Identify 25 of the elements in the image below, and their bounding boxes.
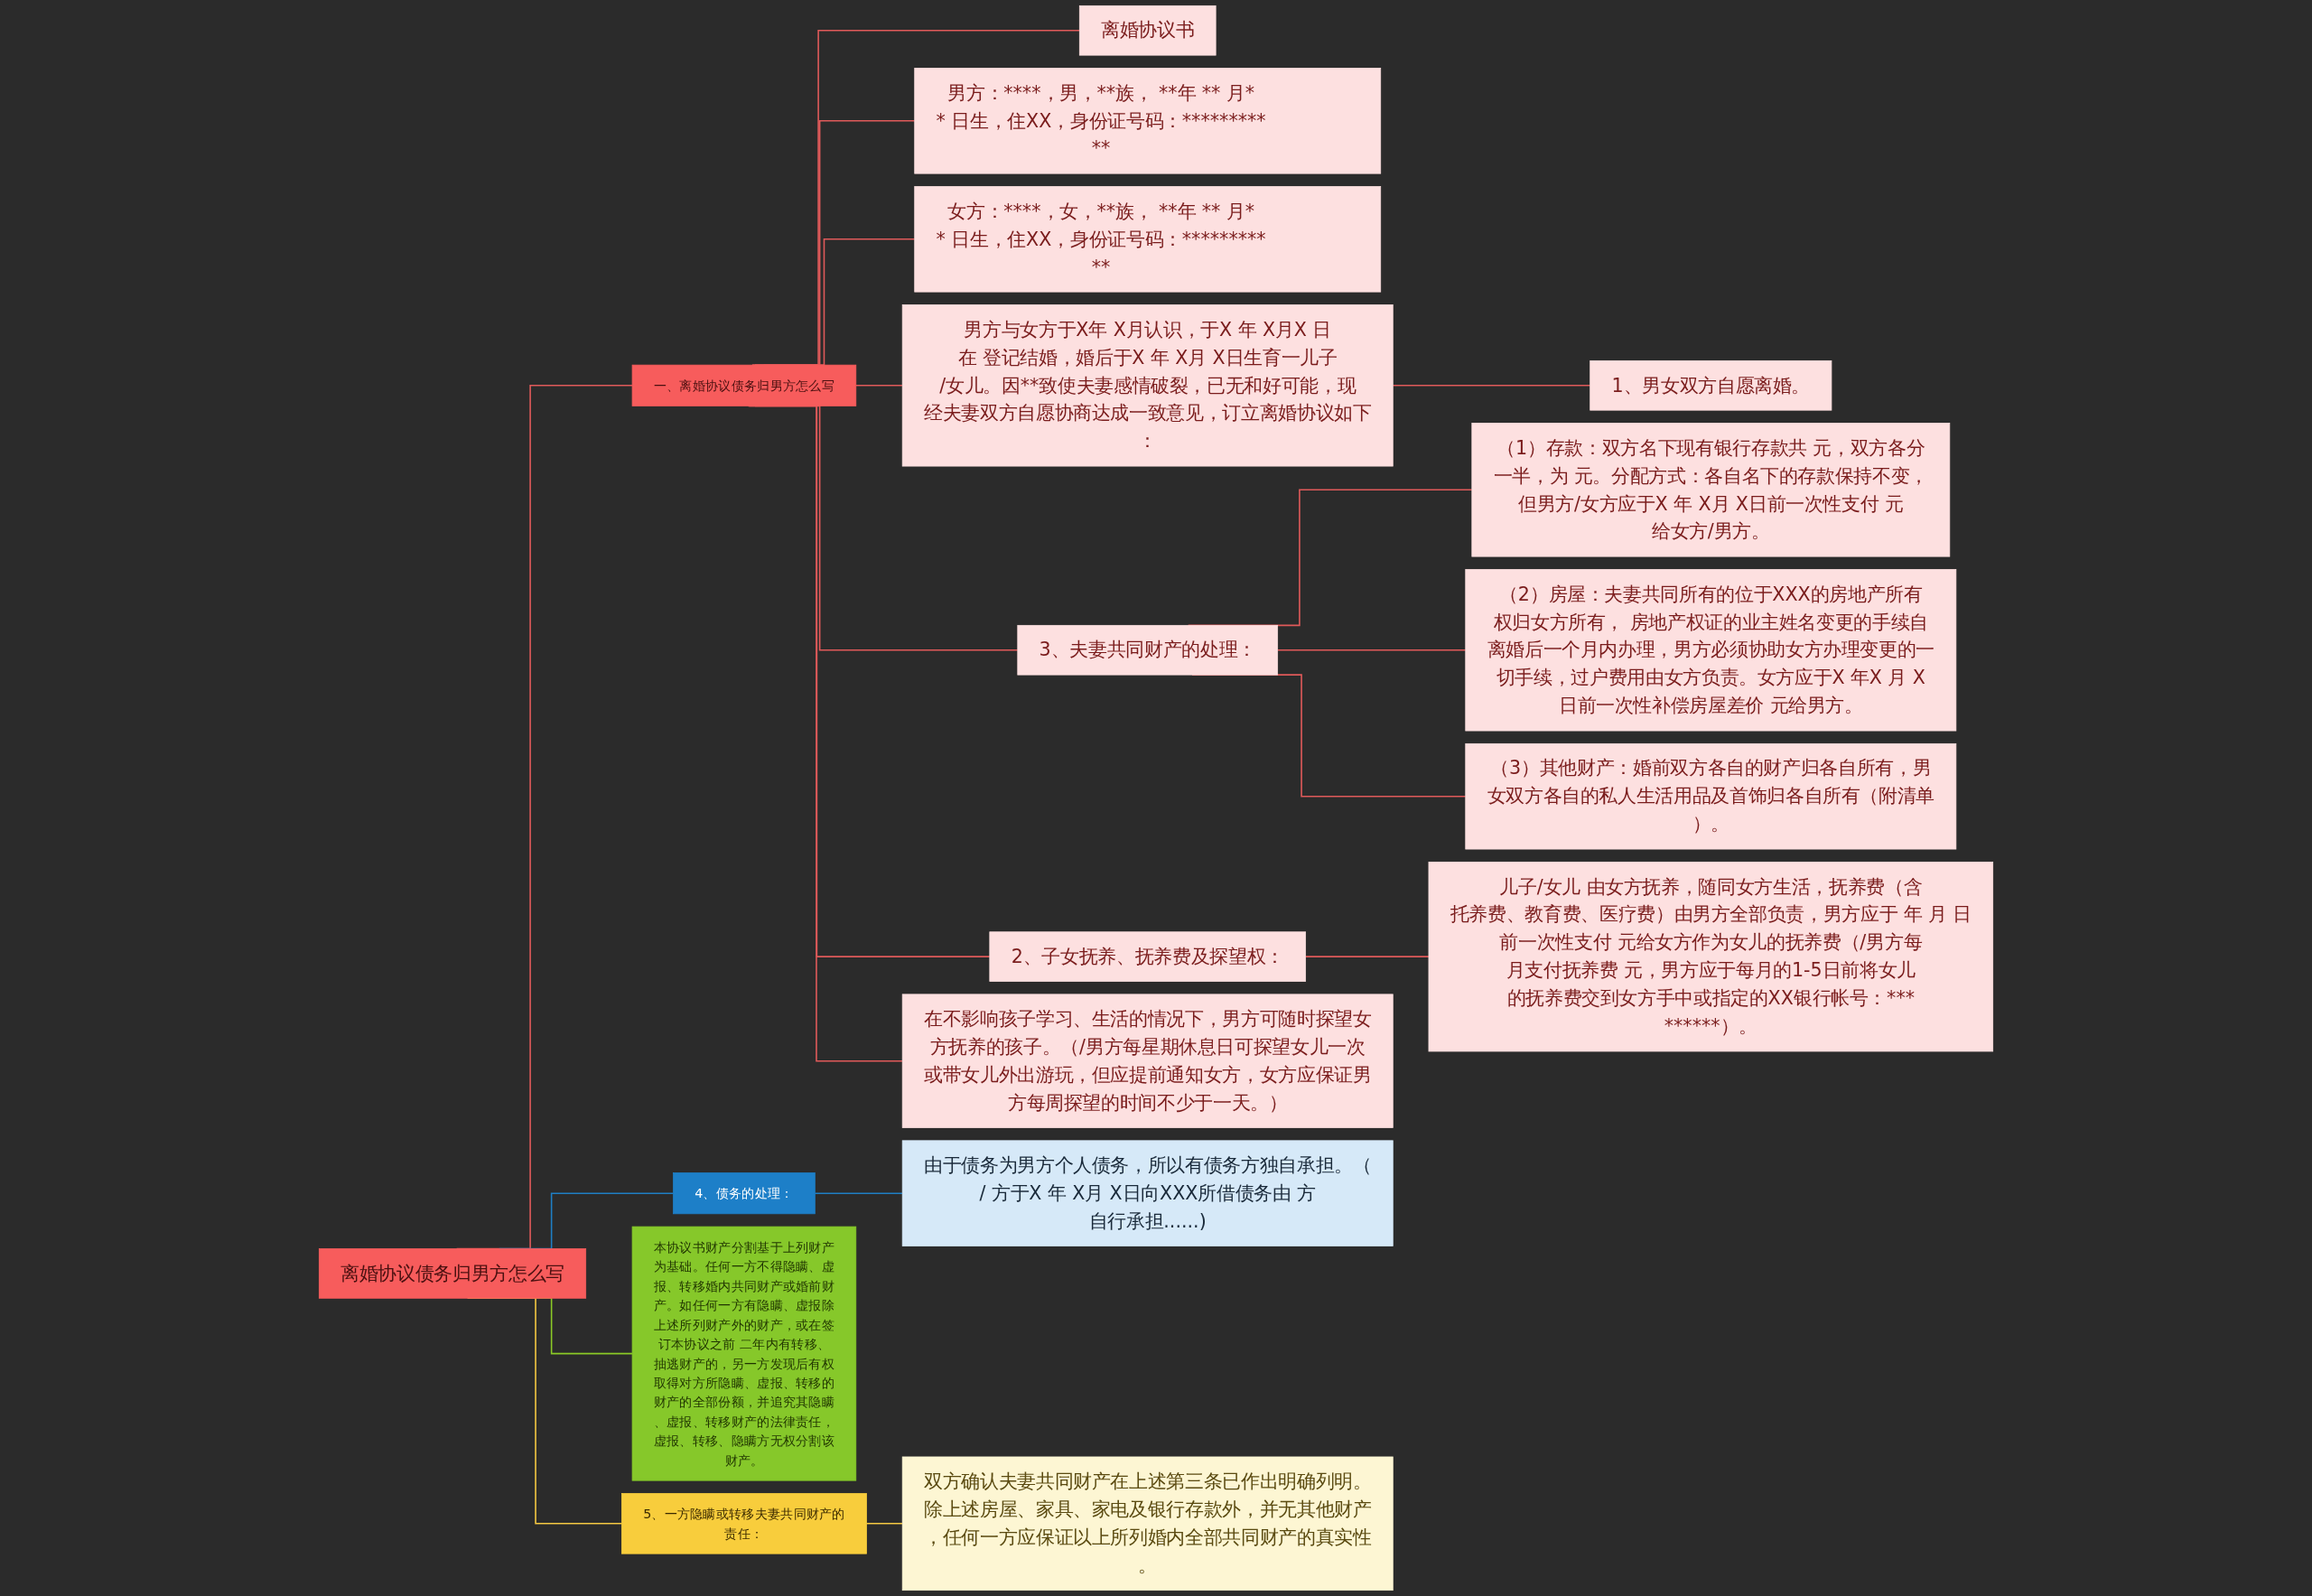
connector <box>1392 384 1591 387</box>
connector <box>855 384 903 387</box>
node-box: 女方：****，女，**族， **年 ** 月** 日生，住XX，身份证号码：*********** <box>914 186 1382 293</box>
node-box: 男方与女方于X年 X月认识，于X 年 X月X 日在 登记结婚，婚后于X 年 X月 X日生育一儿子/女儿。因**致使夫妻感情破裂，已无和好可能，现经夫妻双方自愿协商达成一致意见，订立离婚协议如下： <box>901 304 1394 467</box>
node-box: 男方：****，男，**族， **年 ** 月** 日生，住XX，身份证号码：*********** <box>914 68 1382 174</box>
node-box: 4、债务的处理： <box>673 1172 816 1215</box>
node-box: 离婚协议书 <box>1078 5 1217 56</box>
connector <box>1304 956 1430 957</box>
node-box: 双方确认夫妻共同财产在上述第三条已作出明确列明。除上述房屋、家具、家电及银行存款外，并无其他财产，任何一方应保证以上所列婚内全部共同财产的真实性。 <box>901 1456 1394 1591</box>
node-box: （3）其他财产：婚前双方各自的财产归各自所有，男女双方各自的私人生活用品及首饰归各自所有（附清单）。 <box>1465 742 1957 850</box>
connector <box>1276 649 1467 651</box>
node-box: 5、一方隐瞒或转移夫妻共同财产的责任： <box>621 1493 867 1554</box>
node-box: 离婚协议债务归男方怎么写 <box>318 1248 587 1299</box>
node-box: 本协议书财产分割基于上列财产为基础。任何一方不得隐瞒、虚报、转移婚内共同财产或婚前财产。如任何一方有隐瞒、虚报除上述所列财产外的财产，或在签订本协议之前 二年内有转移、抽逃财产的，另一方发现后有权取得对方所隐瞒、虚报、转移的财产的全部份额，并追究其隐瞒、虚报、转移财产的法律责任，虚报、转移、隐瞒方无权分割该财产。 <box>631 1226 857 1481</box>
node-box: 由于债务为男方个人债务，所以有债务方独自承担。（/ 方于X 年 X月 X日向XXX所借债务由 方自行承担......) <box>901 1140 1394 1246</box>
node-box: 儿子/女儿 由女方抚养，随同女方生活，抚养费（含托养费、教育费、医疗费）由男方全部负责，男方应于 年 月 日前一次性支付 元给女方作为女儿的抚养费（/男方每月支付抚养费 元，男方应于每月的1-5日前将女儿的抚养费交到女方手中或指定的XX银行帐号：*********）。 <box>1428 861 1994 1052</box>
node-box: 1、男女双方自愿离婚。 <box>1590 359 1832 411</box>
node-box: 3、夫妻共同财产的处理： <box>1017 624 1279 676</box>
connector <box>865 1523 903 1525</box>
node-box: （2）房屋：夫妻共同所有的位于XXX的房地产所有权归女方所有， 房地产权证的业主姓名变更的手续自离婚后一个月内办理，男方必须协助女方办理变更的一切手续，过户费用由女方负责。女方应于X 年X 月 X日前一次性补偿房屋差价 元给男方。 <box>1465 569 1957 732</box>
node-box: （1）存款：双方名下现有银行存款共 元，双方各分一半，为 元。分配方式：各自名下的存款保持不变，但男方/女方应于X 年 X月 X日前一次性支付 元给女方/男方。 <box>1471 423 1951 557</box>
connector <box>814 1192 903 1194</box>
node-box: 一、离婚协议债务归男方怎么写 <box>631 364 857 406</box>
node-box: 2、子女抚养、抚养费及探望权： <box>989 931 1307 982</box>
node-box: 在不影响孩子学习、生活的情况下，男方可随时探望女方抚养的孩子。（/男方每星期休息日可探望女儿一次或带女儿外出游玩，但应提前通知女方，女方应保证男方每周探望的时间不少于一天。） <box>901 994 1394 1128</box>
